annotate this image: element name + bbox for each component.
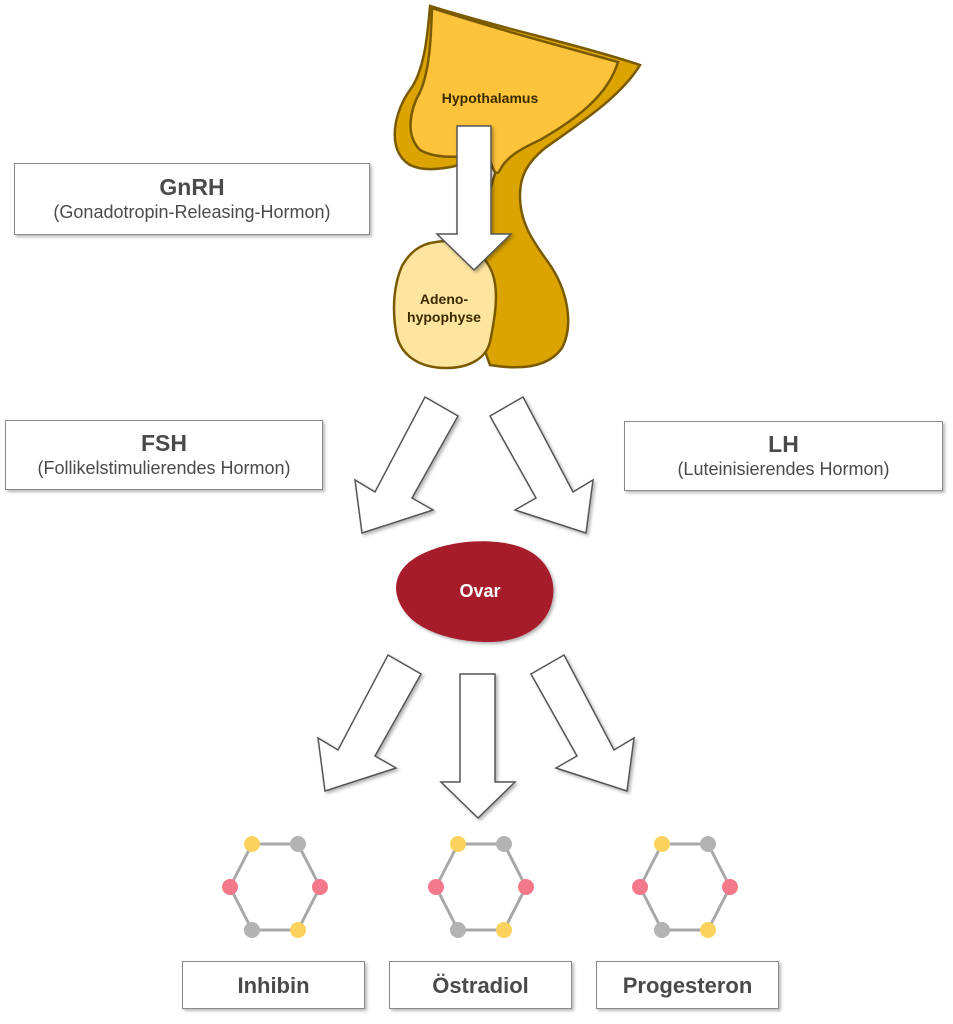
adenohypophyse-label-line2: hypophyse bbox=[407, 309, 481, 325]
molecule-atom bbox=[290, 922, 306, 938]
ovar-shape bbox=[396, 541, 554, 642]
molecule-atom bbox=[654, 922, 670, 938]
molecule-bond bbox=[434, 843, 460, 888]
adenohypophyse-label: Adeno- hypophyse bbox=[394, 290, 494, 326]
molecule-atom bbox=[244, 836, 260, 852]
molecule-bond bbox=[706, 886, 732, 931]
hypothalamus-label: Hypothalamus bbox=[441, 90, 539, 106]
progesteron-box: Progesteron bbox=[596, 961, 779, 1009]
molecule-atom bbox=[700, 836, 716, 852]
gnrh-box: GnRH (Gonadotropin-Releasing-Hormon) bbox=[14, 163, 370, 235]
molecule-bond bbox=[296, 843, 322, 888]
progesteron-molecule-icon bbox=[632, 836, 738, 938]
molecule-bond bbox=[434, 886, 460, 931]
inhibin-molecule-icon bbox=[222, 836, 328, 938]
molecule-bond bbox=[502, 886, 528, 931]
lh-arrow bbox=[488, 395, 594, 534]
inhibin-label: Inhibin bbox=[237, 972, 310, 998]
molecule-atom bbox=[312, 879, 328, 895]
oestradiol-arrow bbox=[439, 673, 517, 820]
molecule-bond bbox=[638, 843, 664, 888]
molecule-atom bbox=[450, 922, 466, 938]
inhibin-box: Inhibin bbox=[182, 961, 365, 1009]
molecule-atom bbox=[244, 922, 260, 938]
molecule-atom bbox=[222, 879, 238, 895]
molecule-atom bbox=[654, 836, 670, 852]
molecule-atom bbox=[722, 879, 738, 895]
molecule-bond bbox=[502, 843, 528, 888]
molecule-atom bbox=[496, 836, 512, 852]
gnrh-arrow bbox=[435, 125, 513, 272]
molecule-bond bbox=[296, 886, 322, 931]
fsh-title: FSH bbox=[141, 430, 187, 456]
progesteron-label: Progesteron bbox=[622, 972, 753, 998]
fsh-arrow bbox=[354, 395, 460, 534]
oestradiol-label: Östradiol bbox=[432, 972, 529, 998]
oestradiol-molecule-icon bbox=[428, 836, 534, 938]
lh-subtitle: (Luteinisierendes Hormon) bbox=[677, 459, 890, 479]
ovar-label: Ovar bbox=[459, 581, 501, 601]
molecule-bond bbox=[228, 843, 254, 888]
fsh-box: FSH (Follikelstimulierendes Hormon) bbox=[5, 420, 323, 490]
molecule-atom bbox=[290, 836, 306, 852]
molecule-bond bbox=[228, 886, 254, 931]
molecule-atom bbox=[450, 836, 466, 852]
molecule-bond bbox=[706, 843, 732, 888]
molecule-atom bbox=[700, 922, 716, 938]
molecule-atom bbox=[428, 879, 444, 895]
inhibin-arrow bbox=[317, 653, 423, 792]
molecule-atom bbox=[518, 879, 534, 895]
lh-box: LH (Luteinisierendes Hormon) bbox=[624, 421, 943, 491]
progesteron-arrow bbox=[529, 653, 635, 792]
adenohypophyse-shape bbox=[392, 240, 498, 370]
molecule-atom bbox=[632, 879, 648, 895]
gnrh-title: GnRH bbox=[159, 174, 225, 200]
lh-title: LH bbox=[768, 431, 799, 457]
adenohypophyse-label-line1: Adeno- bbox=[419, 291, 469, 307]
molecule-atom bbox=[496, 922, 512, 938]
oestradiol-box: Östradiol bbox=[389, 961, 572, 1009]
gnrh-subtitle: (Gonadotropin-Releasing-Hormon) bbox=[53, 202, 331, 222]
molecule-bond bbox=[638, 886, 664, 931]
fsh-subtitle: (Follikelstimulierendes Hormon) bbox=[37, 458, 291, 478]
